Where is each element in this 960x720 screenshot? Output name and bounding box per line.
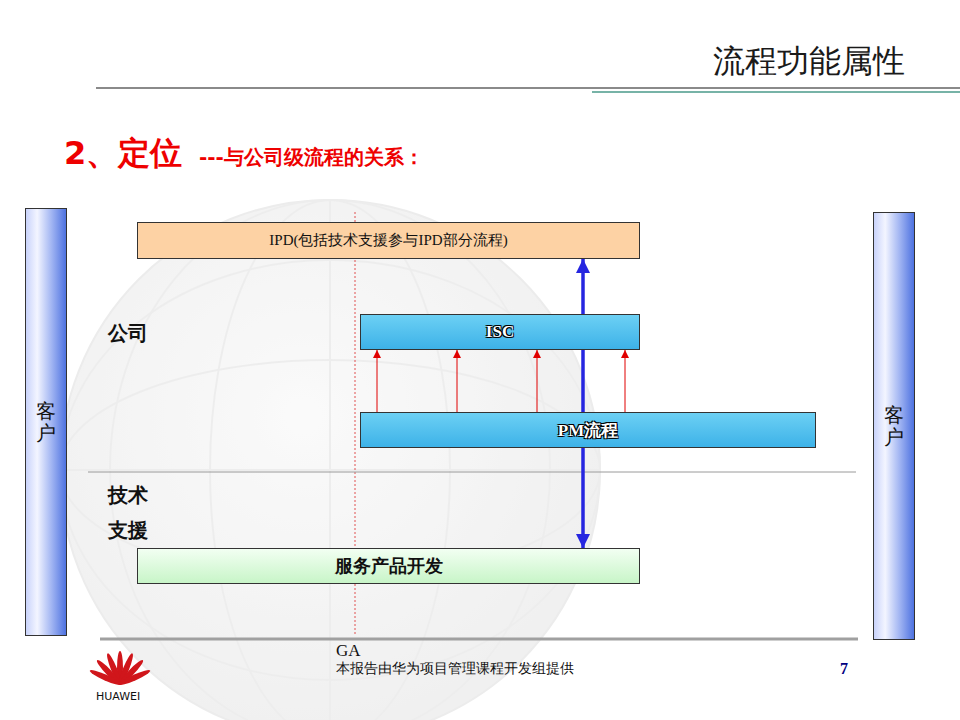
flow-arrow bbox=[377, 350, 378, 412]
customer-bar: 客户 bbox=[873, 212, 915, 640]
title-rule bbox=[96, 87, 960, 89]
process-band: PM流程 bbox=[360, 412, 816, 448]
process-band: ISC bbox=[360, 314, 640, 350]
page-number: 7 bbox=[840, 660, 848, 678]
layer-divider bbox=[88, 472, 856, 473]
vertical-label: 客户 bbox=[36, 400, 56, 444]
brand-name: HUAWEI bbox=[96, 690, 140, 703]
process-band: 服务产品开发 bbox=[137, 548, 640, 584]
node-label: ISC bbox=[486, 322, 514, 342]
node-label: IPD(包括技术支援参与IPD部分流程) bbox=[269, 231, 507, 250]
title-accent-rule bbox=[592, 91, 960, 93]
customer-bar: 客户 bbox=[25, 208, 67, 636]
milestone-label: GA bbox=[336, 641, 361, 661]
section-number: 2、定位 bbox=[64, 132, 182, 176]
vertical-label: 客户 bbox=[884, 404, 904, 448]
section-heading: ---与公司级流程的关系： bbox=[199, 144, 424, 171]
huawei-logo bbox=[89, 651, 152, 687]
layer-name: 公司 bbox=[108, 320, 148, 347]
footer-note: 本报告由华为项目管理课程开发组提供 bbox=[336, 660, 574, 678]
interface-arrow bbox=[581, 448, 585, 548]
layer-name: 技术 支援 bbox=[108, 478, 154, 548]
flow-arrow bbox=[625, 350, 626, 412]
node-label: PM流程 bbox=[558, 419, 618, 442]
process-band: IPD(包括技术支援参与IPD部分流程) bbox=[137, 222, 640, 259]
node-label: 服务产品开发 bbox=[335, 554, 443, 578]
footer-rule bbox=[100, 638, 858, 641]
globe-watermark bbox=[60, 200, 600, 720]
flow-arrow bbox=[457, 350, 458, 412]
slide-title: 流程功能属性 bbox=[713, 40, 905, 84]
flow-arrow bbox=[537, 350, 538, 412]
